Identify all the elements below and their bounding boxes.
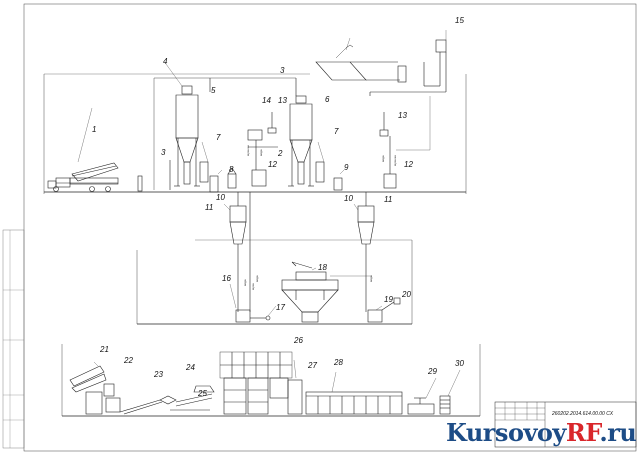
side-stamp bbox=[2, 229, 25, 449]
svg-text:вода: вода bbox=[243, 279, 247, 286]
svg-text:вода: вода bbox=[381, 155, 385, 162]
label-19: 19 bbox=[384, 295, 393, 304]
label-6: 6 bbox=[325, 95, 330, 104]
title-block bbox=[494, 401, 637, 448]
label-24: 24 bbox=[185, 363, 195, 372]
label-29: 29 bbox=[427, 367, 437, 376]
label-21: 21 bbox=[99, 345, 109, 354]
svg-text:мука: мука bbox=[251, 283, 255, 290]
svg-text:вода: вода bbox=[369, 275, 373, 282]
label-12b: 12 bbox=[404, 160, 413, 169]
label-8: 8 bbox=[229, 165, 234, 174]
label-14: 14 bbox=[262, 96, 271, 105]
label-23: 23 bbox=[153, 370, 163, 379]
dosing-unit-center: мука на вода bbox=[246, 112, 278, 187]
watermark-part-1: Kursovoy bbox=[446, 418, 566, 447]
label-7: 7 bbox=[216, 133, 221, 142]
label-7b: 7 bbox=[334, 127, 339, 136]
label-12: 12 bbox=[268, 160, 277, 169]
label-1: 1 bbox=[92, 125, 96, 134]
svg-text:вода: вода bbox=[255, 275, 259, 282]
label-10: 10 bbox=[216, 193, 225, 202]
proofing-cabinet bbox=[219, 351, 303, 415]
dosing-unit-right bbox=[383, 173, 397, 189]
label-13b: 13 bbox=[398, 111, 407, 120]
divider-right bbox=[367, 309, 383, 323]
label-16: 16 bbox=[222, 274, 231, 283]
svg-text:мука на: мука на bbox=[246, 145, 250, 156]
label-13: 13 bbox=[278, 96, 287, 105]
dough-conveyor bbox=[119, 385, 215, 415]
flour-intake-conveyor bbox=[315, 30, 447, 96]
watermark-part-2: RF bbox=[565, 418, 600, 447]
label-30: 30 bbox=[455, 359, 464, 368]
label-15: 15 bbox=[455, 16, 464, 25]
label-9: 9 bbox=[344, 163, 349, 172]
label-11: 11 bbox=[205, 203, 213, 212]
svg-text:вода: вода bbox=[259, 149, 263, 156]
sifter-unit bbox=[69, 361, 121, 415]
label-22: 22 bbox=[123, 356, 133, 365]
label-10b: 10 bbox=[344, 194, 353, 203]
label-27: 27 bbox=[307, 361, 317, 370]
label-3: 3 bbox=[280, 66, 285, 75]
receiver bbox=[227, 173, 237, 189]
divider-left bbox=[235, 309, 251, 323]
sheet-frame bbox=[23, 3, 637, 452]
drawing-code: 260202.2014.614.00.00 СХ bbox=[551, 411, 614, 417]
svg-text:мука на: мука на bbox=[393, 155, 397, 166]
watermark-part-3: .ru bbox=[599, 418, 637, 447]
label-3b: 3 bbox=[161, 148, 166, 157]
dosing-tank-right bbox=[379, 129, 389, 137]
flour-silo-left bbox=[165, 63, 219, 193]
label-11b: 11 bbox=[384, 195, 392, 204]
cooling-table bbox=[407, 403, 435, 415]
hopper-right bbox=[357, 192, 375, 312]
label-2: 2 bbox=[277, 149, 283, 158]
kursovoyrf-watermark: KursovoyRF.ru bbox=[446, 418, 640, 452]
label-25: 25 bbox=[197, 389, 207, 398]
label-26: 26 bbox=[293, 336, 303, 345]
bulk-truck bbox=[47, 107, 143, 192]
dough-mixer bbox=[281, 261, 372, 323]
hopper-left bbox=[229, 192, 251, 312]
baking-oven bbox=[305, 371, 403, 415]
label-18: 18 bbox=[318, 263, 327, 272]
label-28: 28 bbox=[333, 358, 343, 367]
pump bbox=[265, 315, 271, 321]
label-5: 5 bbox=[211, 86, 216, 95]
bread-rack bbox=[439, 395, 451, 415]
label-4: 4 bbox=[163, 57, 168, 66]
label-17: 17 bbox=[276, 303, 285, 312]
label-20: 20 bbox=[401, 290, 411, 299]
flour-silo-right bbox=[288, 95, 343, 191]
